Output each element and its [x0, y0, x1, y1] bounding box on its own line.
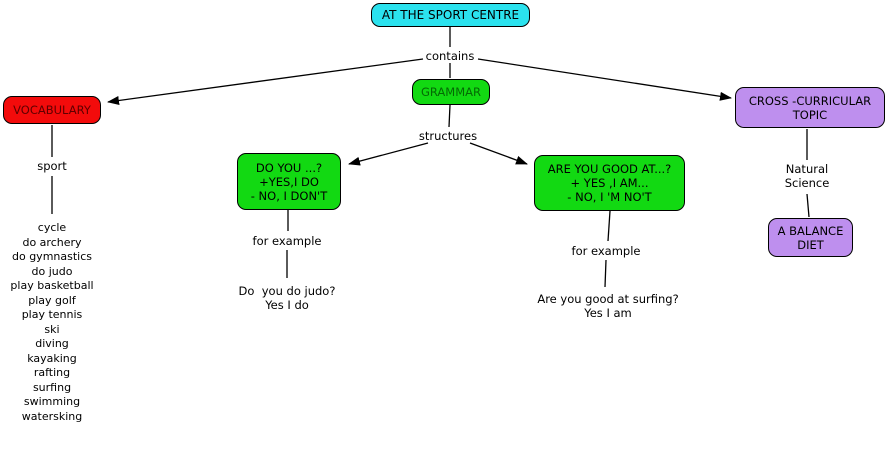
example-surfing: Are you good at surfing? Yes I am — [537, 292, 678, 320]
node-grammar[interactable]: GRAMMAR — [412, 79, 490, 105]
natural-science-line1: Natural — [785, 162, 829, 176]
node-are-you-good-line2: + YES ,I AM... — [570, 176, 649, 190]
node-do-you-line1: DO YOU ...? — [255, 160, 323, 175]
node-cross-curricular[interactable]: CROSS -CURRICULAR TOPIC — [735, 87, 885, 128]
node-do-you-line2: +YES,I DO — [259, 174, 319, 189]
sports-list-item: play golf — [28, 293, 76, 307]
example-surfing-q: Are you good at surfing? — [537, 292, 679, 306]
node-are-you-good[interactable]: ARE YOU GOOD AT...? + YES ,I AM... - NO,… — [534, 155, 685, 211]
node-sport-centre-label: AT THE SPORT CENTRE — [381, 8, 520, 22]
sports-list-item: do judo — [31, 264, 73, 278]
sports-list-item: diving — [35, 337, 69, 350]
sports-list: cycle do archery do gymnastics do judo p… — [10, 221, 93, 424]
sports-list-item: play basketball — [10, 279, 94, 292]
node-do-you[interactable]: DO YOU ...? +YES,I DO - NO, I DON'T — [237, 153, 341, 210]
link-for-example-right: for example — [571, 244, 641, 258]
link-contains: contains — [425, 49, 475, 63]
example-do-judo-a: Yes I do — [265, 298, 309, 312]
node-vocabulary-label: VOCABULARY — [13, 103, 91, 117]
node-cross-curricular-line2: TOPIC — [792, 107, 828, 122]
node-grammar-label: GRAMMAR — [420, 85, 481, 99]
node-do-you-line3: - NO, I DON'T — [250, 188, 328, 203]
sports-list-item: rafting — [33, 366, 71, 379]
link-natural-science: Natural Science — [785, 162, 830, 190]
sports-list-item: do gymnastics — [11, 250, 93, 263]
natural-science-line2: Science — [784, 176, 830, 190]
node-are-you-good-line3: - NO, I 'M NO'T — [567, 190, 652, 204]
sports-list-item: kayaking — [27, 351, 77, 365]
example-do-judo: Do you do judo? Yes I do — [239, 284, 336, 312]
sports-list-item: cycle — [37, 221, 67, 234]
node-balance-diet-line1: A BALANCE — [777, 223, 844, 238]
node-balance-diet[interactable]: A BALANCE DIET — [768, 218, 853, 257]
sports-list-item: ski — [44, 322, 60, 336]
sports-list-item: do archery — [22, 235, 82, 249]
sports-list-item: watersking — [21, 409, 83, 423]
example-do-judo-q: Do you do judo? — [238, 284, 336, 298]
link-sport: sport — [37, 159, 67, 173]
link-for-example-left: for example — [252, 234, 322, 248]
sports-list-item: surfing — [32, 380, 72, 394]
node-are-you-good-line1: ARE YOU GOOD AT...? — [547, 162, 672, 176]
node-cross-curricular-line1: CROSS -CURRICULAR — [748, 93, 872, 108]
example-surfing-a: Yes I am — [584, 306, 632, 320]
link-structures: structures — [418, 129, 478, 143]
node-sport-centre[interactable]: AT THE SPORT CENTRE — [371, 3, 530, 27]
node-balance-diet-line2: DIET — [797, 237, 824, 252]
sports-list-item: swimming — [23, 395, 81, 408]
sports-list-item: play tennis — [21, 308, 83, 321]
node-vocabulary[interactable]: VOCABULARY — [3, 96, 101, 124]
